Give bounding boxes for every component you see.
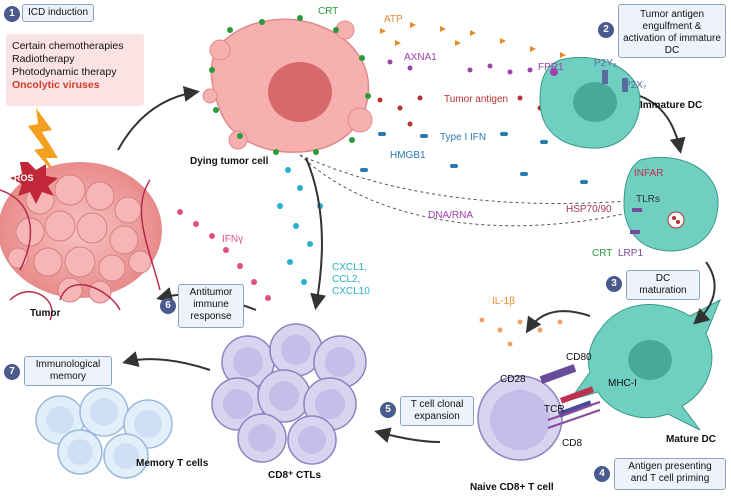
tumor-mass — [0, 162, 162, 321]
step-6-number: 6 — [160, 298, 176, 314]
tumor-label: Tumor — [30, 308, 61, 319]
ifng-label: IFNγ — [222, 234, 244, 245]
hmgb1-label: HMGB1 — [390, 150, 426, 161]
dna-rna-label: DNA/RNA — [428, 210, 474, 221]
lightning-icon — [28, 108, 60, 180]
treatment-item: Photodynamic therapy — [12, 66, 117, 78]
memory-nuclei — [46, 398, 162, 469]
ctl-nuclei — [223, 335, 355, 454]
memory-t-cells-label: Memory T cells — [136, 458, 209, 469]
treatment-item: Certain chemotherapies — [12, 40, 124, 52]
cxcl-label-1: CXCL1, — [332, 262, 368, 273]
mature-dc — [568, 298, 721, 431]
p2y2-label: P2Y₂ — [594, 58, 617, 69]
step-4-number: 4 — [594, 466, 610, 482]
cxcl-label-3: CXCL10 — [332, 286, 370, 297]
hsp-label: HSP70/90 — [566, 204, 612, 215]
infar-label: INFAR — [634, 168, 664, 179]
type1-ifn-label: Type I IFN — [440, 132, 487, 143]
cxcl-particles — [277, 167, 323, 285]
step-2-number: 2 — [598, 22, 614, 38]
step-5-label: T cell clonal expansion — [400, 396, 474, 426]
mature-dc-label: Mature DC — [666, 434, 717, 445]
treatment-item: Radiotherapy — [12, 53, 75, 65]
cd8-label: CD8 — [562, 438, 583, 449]
ctl-label: CD8⁺ CTLs — [268, 470, 322, 481]
il1b-particles — [479, 317, 563, 347]
atp-particles — [380, 22, 566, 58]
atp-label: ATP — [384, 14, 403, 25]
dying-tumor-cell — [202, 15, 373, 155]
dna-rna-paths — [299, 154, 641, 227]
step-7-number: 7 — [4, 364, 20, 380]
naive-t-cell — [477, 375, 563, 461]
axna1-label: AXNA1 — [404, 52, 437, 63]
p2x7-label: P2X₇ — [624, 80, 647, 91]
activating-dc — [623, 156, 719, 252]
axna1-particles — [387, 59, 533, 75]
crt-dc-label: CRT — [592, 248, 613, 259]
step-3-number: 3 — [606, 276, 622, 292]
ifng-particles — [177, 209, 271, 301]
dying-tumor-cell-label: Dying tumor cell — [190, 156, 269, 167]
treatment-list: Certain chemotherapies Radiotherapy Phot… — [6, 34, 144, 106]
step-2-label: Tumor antigen engulfment & activation of… — [618, 4, 726, 58]
step-1-label: ICD induction — [22, 4, 94, 22]
ros-label: ROS — [14, 173, 34, 183]
step-1-number: 1 — [4, 6, 20, 22]
fpr1-label: FPR1 — [538, 62, 564, 73]
cxcl-label-2: CCL2, — [332, 274, 361, 285]
cd80-label: CD80 — [566, 352, 592, 363]
step-6-label: Antitumor immune response — [178, 284, 244, 328]
ros-burst — [10, 162, 58, 204]
tumor-antigen-label: Tumor antigen — [444, 94, 509, 105]
tcr-label: TCR — [544, 404, 565, 415]
naive-t-cell-label: Naive CD8+ T cell — [470, 482, 554, 493]
tlrs-label: TLRs — [636, 194, 660, 205]
step-5-number: 5 — [380, 402, 396, 418]
ifn-hmgb1-particles — [360, 132, 588, 184]
lrp1-label: LRP1 — [618, 248, 644, 259]
crt-label: CRT — [318, 6, 339, 17]
treatment-item-oncolytic: Oncolytic viruses — [12, 79, 100, 91]
step-3-label: DC maturation — [626, 270, 700, 300]
immature-dc — [539, 56, 641, 149]
il1b-label: IL-1β — [492, 296, 515, 307]
cd28-label: CD28 — [500, 374, 526, 385]
mhc1-label: MHC-I — [608, 378, 637, 389]
immature-dc-label: Immature DC — [640, 100, 703, 111]
step-4-label: Antigen presenting and T cell priming — [614, 458, 726, 490]
synapse-receptors — [539, 364, 601, 429]
step-7-label: Immunological memory — [24, 356, 112, 386]
